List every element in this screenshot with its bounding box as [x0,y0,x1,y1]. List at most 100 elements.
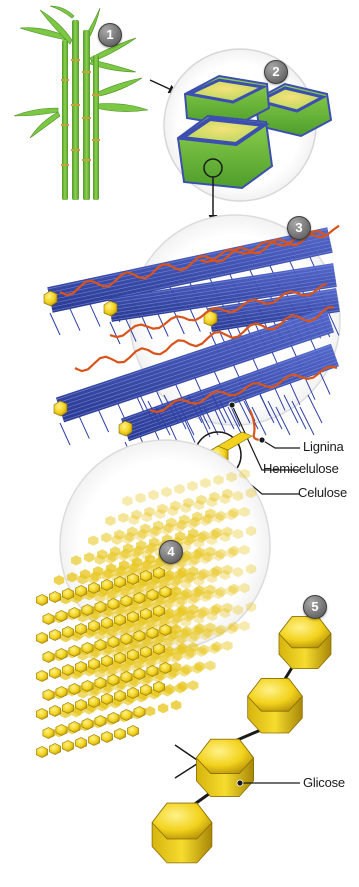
microfibril-end [95,640,106,651]
microfibril-end [75,662,86,673]
glucose-unit [196,739,253,796]
microfibril-end [134,669,145,680]
microfibril-end [49,706,60,717]
microfibril-end [121,634,132,645]
microfibril-end [121,672,132,683]
microfibril-end [95,716,106,727]
microfibril-end [56,725,67,736]
microfibril-end [75,738,86,749]
microfibril-end [43,652,54,663]
microfibril-end [114,577,125,588]
microfibril-end [134,707,145,718]
microfibril-end [134,593,145,604]
microfibril-end [69,684,80,695]
microfibril-end [36,633,47,644]
microfibril-end [82,605,93,616]
microfibril-end [147,666,158,677]
microfibril-end [121,596,132,607]
microfibril-end [114,615,125,626]
microfibril-end [160,587,171,598]
microfibril-end [88,659,99,670]
microfibril-end [62,741,73,752]
microfibril-end [121,710,132,721]
microfibril-end [147,628,158,639]
microfibril-end [134,631,145,642]
microfibril-end [43,614,54,625]
microfibril-end [95,602,106,613]
microfibril-end [127,650,138,661]
microfibril-end [62,589,73,600]
step-5-badge: 5 [303,595,327,619]
microfibril-end [82,719,93,730]
microfibril-end [88,621,99,632]
microfibril-end [108,675,119,686]
microfibril-end [127,574,138,585]
microfibril-end [69,608,80,619]
microfibril-end [36,709,47,720]
microfibril-end [108,599,119,610]
microfibril-end [140,647,151,658]
microfibril-end [62,665,73,676]
microfibril-end [88,697,99,708]
label-hemicelulose: Hemicelulose [263,461,339,476]
step-1-badge: 1 [98,23,122,47]
microfibril-end [108,637,119,648]
microfibril-end [82,643,93,654]
microfibril-end [69,646,80,657]
glucose-unit [152,803,212,863]
microfibril-end [140,685,151,696]
microfibril-end [114,729,125,740]
cellulose-bundle [36,440,270,758]
microfibril-end [56,611,67,622]
microfibril-end [108,713,119,724]
microfibril-end [160,625,171,636]
microfibril-end [36,747,47,758]
microfibril-end [153,606,164,617]
label-lignina: Lignina [303,439,344,454]
microfibril-end [101,580,112,591]
microfibril-end [127,612,138,623]
microfibril-end [140,609,151,620]
step-2-badge: 2 [264,60,288,84]
microfibril-end [75,624,86,635]
microfibril-end [43,728,54,739]
microfibril-end [43,690,54,701]
microfibril-end [56,687,67,698]
microfibril-end [147,590,158,601]
label-glicose: Glicose [303,775,345,790]
microfibril-end [160,663,171,674]
microfibril-end [88,583,99,594]
microfibril-end [82,681,93,692]
microfibril-end [49,668,60,679]
microfibril-end [75,700,86,711]
microfibril-end [36,671,47,682]
microfibril-end [101,656,112,667]
microfibril-end [101,618,112,629]
microfibril-end [153,682,164,693]
microfibril-end [95,678,106,689]
label-celulose: Celulose [298,485,347,500]
fiber-magnifier [44,215,340,464]
microfibril-end [153,644,164,655]
microfibril-end [62,703,73,714]
microfibril-end [75,586,86,597]
microfibril-end [36,595,47,606]
microfibril-end [49,592,60,603]
microfibril-end [101,732,112,743]
cell-wall-magnifier [164,49,331,201]
bamboo-plant [14,6,148,200]
step-4-badge: 4 [159,540,183,564]
microfibril-end [88,735,99,746]
microfibril-end [127,726,138,737]
microfibril-end [114,653,125,664]
microfibril-end [127,688,138,699]
microfibril-end [101,694,112,705]
glucose-unit [279,617,331,669]
microfibril-end [69,722,80,733]
step-3-badge: 3 [287,216,311,240]
microfibril-end [49,630,60,641]
microfibril-end [114,691,125,702]
microfibril-end [153,568,164,579]
microfibril-end [49,744,60,755]
